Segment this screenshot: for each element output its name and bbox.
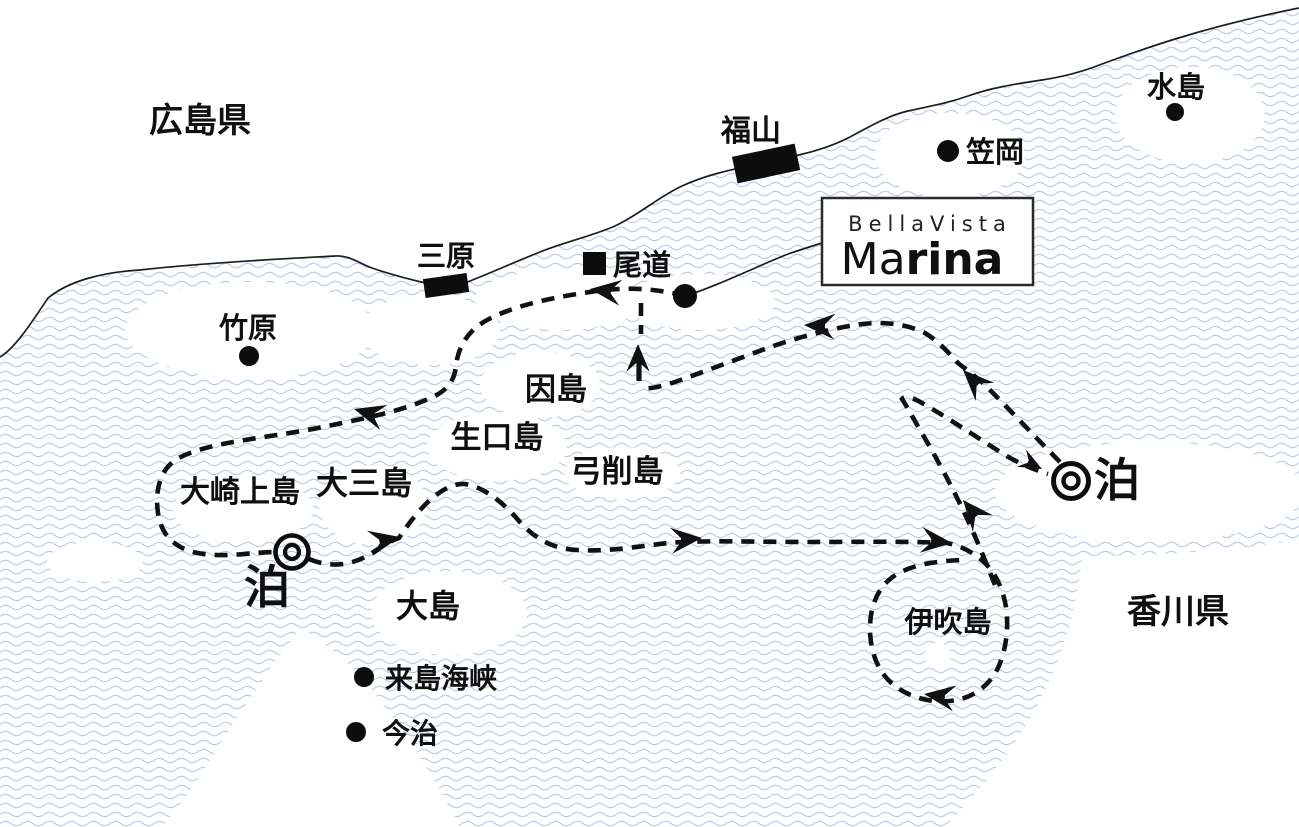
label-kagawa-pref: 香川県 — [1127, 592, 1229, 632]
land-blob — [47, 542, 143, 582]
overnight-marker-west — [273, 533, 311, 571]
oshima-shape — [371, 571, 527, 655]
overnight-west-inner-ring — [282, 542, 302, 562]
innoshima-shape — [480, 352, 600, 418]
logo-box — [820, 196, 1035, 287]
label-ikuchijima: 生口島 — [451, 420, 544, 456]
fukuyama-station-marker — [731, 143, 801, 184]
route-to-east-anchorage — [899, 394, 1049, 586]
logo-line2: Marina — [841, 234, 1004, 285]
bellavista-marina-logo: BellaVista Marina — [820, 196, 1035, 287]
label-omishima: 大三島 — [316, 464, 412, 502]
logo-line2-bold: rina — [906, 234, 1004, 285]
land-blob — [625, 274, 775, 330]
kagawa-land — [945, 540, 1299, 827]
mihara-station-marker — [422, 273, 470, 298]
marina-access-line — [684, 242, 823, 297]
yugeshima-shape — [564, 447, 680, 499]
omishima-shape — [319, 465, 427, 545]
label-osakikamijima: 大崎上島 — [180, 475, 300, 510]
route-return — [642, 320, 1062, 464]
label-kasaoka: 笠岡 — [966, 135, 1024, 169]
overnight-west-outer-ring — [273, 533, 311, 571]
land-blob — [475, 270, 645, 330]
label-takehara: 竹原 — [219, 311, 277, 345]
route-eastbound — [308, 481, 1010, 704]
shikoku-land — [162, 628, 460, 827]
label-imabari: 今治 — [382, 717, 438, 750]
label-onomichi: 尾道 — [613, 248, 671, 282]
label-ibukijima: 伊吹島 — [903, 605, 991, 639]
logo-line2-regular: Ma — [841, 234, 906, 285]
label-overnight-west: 泊 — [244, 560, 290, 614]
label-oshima: 大島 — [396, 587, 460, 625]
east-anchorage-land — [995, 442, 1299, 542]
coastline — [0, 7, 1299, 358]
label-kurushima-strait: 来島海峡 — [385, 662, 497, 695]
label-hiroshima-pref: 広島県 — [149, 101, 251, 141]
mizushima-land — [1115, 67, 1265, 163]
ikuchijima-shape — [427, 413, 567, 481]
overnight-marker-east — [1051, 461, 1091, 501]
mizushima-dot — [1166, 103, 1184, 121]
overnight-east-outer-ring — [1051, 461, 1091, 501]
label-overnight-east: 泊 — [1094, 453, 1140, 507]
label-yugeshima: 弓削島 — [571, 454, 664, 490]
logo-line1: BellaVista — [848, 212, 1012, 236]
label-fukuyama: 福山 — [720, 114, 781, 149]
ibukijima-shape — [925, 643, 951, 669]
cruise-route — [154, 286, 1062, 704]
kurushima-strait-dot — [354, 667, 374, 687]
imabari-dot — [346, 722, 366, 742]
route-outbound-west — [154, 286, 686, 558]
overnight-east-inner-ring — [1061, 471, 1081, 491]
label-innoshima: 因島 — [525, 372, 587, 408]
onomichi-station-marker — [583, 252, 606, 275]
osakikamijima-shape — [173, 476, 313, 542]
land-blob — [125, 282, 375, 378]
marina-location-dot — [673, 284, 697, 308]
kasaoka-dot — [937, 140, 959, 162]
label-mihara: 三原 — [417, 239, 475, 273]
takehara-dot — [239, 346, 259, 366]
label-mizushima: 水島 — [1147, 70, 1205, 104]
island-shapes — [47, 67, 1299, 827]
land-blob — [360, 295, 500, 365]
